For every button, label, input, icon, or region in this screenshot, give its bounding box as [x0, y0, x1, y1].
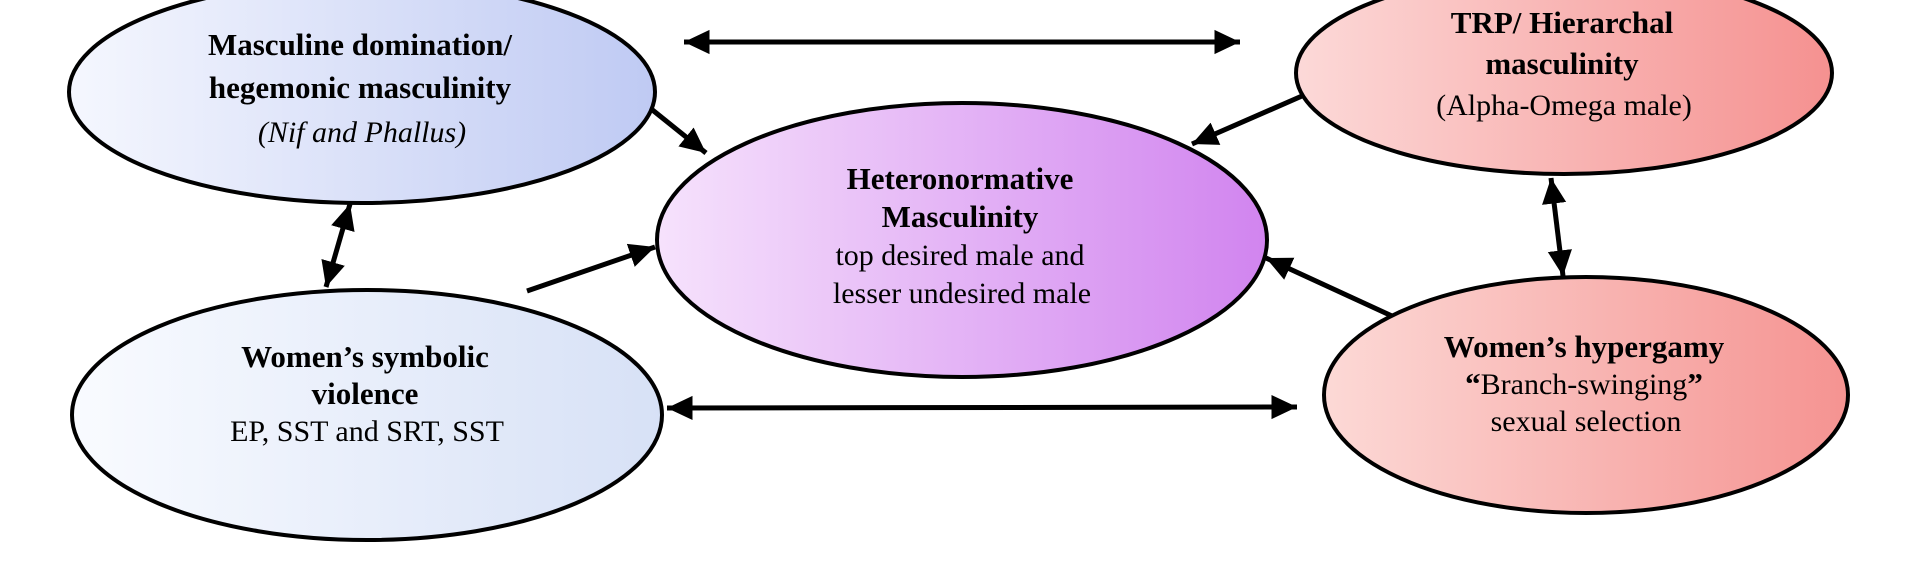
node-heteronormative: Heteronormative Masculinity top desired …: [655, 101, 1269, 379]
womens-hypergamy-quote-close: ”: [1687, 366, 1703, 401]
arrow-masculine-domination-to-heteronormative: [648, 106, 708, 155]
node-masculine-domination: Masculine domination/ hegemonic masculin…: [67, 0, 657, 205]
heteronormative-line3: top desired male and: [835, 239, 1084, 272]
heteronormative-line4: lesser undesired male: [833, 277, 1091, 310]
heteronormative-line2: Masculinity: [882, 199, 1039, 234]
womens-hypergamy-line1: Women’s hypergamy: [1444, 329, 1725, 364]
womens-hypergamy-line3: sexual selection: [1491, 405, 1682, 438]
node-womens-hypergamy: Women’s hypergamy “Branch-swinging” sexu…: [1322, 275, 1850, 515]
heteronormative-line1: Heteronormative: [847, 161, 1074, 196]
womens-hypergamy-label: Women’s hypergamy “Branch-swinging” sexu…: [1444, 329, 1728, 438]
heteronormative-ellipse: [655, 101, 1269, 379]
edge-layer: [321, 29, 1572, 421]
masculine-domination-label: Masculine domination/ hegemonic masculin…: [208, 27, 516, 149]
arrow-hypergamy-to-heteronormative: [1264, 255, 1394, 319]
node-womens-symbolic-violence: Women’s symbolic violence EP, SST and SR…: [70, 288, 664, 542]
womens-hypergamy-line2: “Branch-swinging”: [1465, 366, 1703, 401]
trp-hierarchal-line2: masculinity: [1485, 46, 1639, 81]
heteronormative-label: Heteronormative Masculinity top desired …: [833, 161, 1091, 310]
arrow-trp-hypergamy-bidirectional: [1542, 177, 1572, 277]
womens-symbolic-violence-line2: violence: [312, 376, 419, 411]
womens-symbolic-violence-label: Women’s symbolic violence EP, SST and SR…: [230, 339, 504, 448]
trp-hierarchal-ellipse: [1294, 0, 1834, 176]
arrow-symbolic-violence-to-heteronormative: [526, 243, 656, 294]
womens-hypergamy-line2-text: Branch-swinging: [1481, 368, 1688, 401]
masculine-domination-line3: (Nif and Phallus): [258, 116, 466, 149]
womens-symbolic-violence-line3: EP, SST and SRT, SST: [230, 415, 504, 448]
womens-symbolic-violence-line1: Women’s symbolic: [241, 339, 489, 374]
arrow-symbolic-violence-hypergamy-bidirectional: [666, 394, 1298, 421]
trp-hierarchal-label: TRP/ Hierarchal masculinity (Alpha-Omega…: [1436, 5, 1692, 122]
masculine-domination-ellipse: [67, 0, 657, 205]
trp-hierarchal-line1: TRP/ Hierarchal: [1451, 5, 1674, 40]
arrow-trp-to-heteronormative: [1191, 93, 1303, 147]
womens-hypergamy-quote-open: “: [1465, 366, 1481, 401]
arrow-masculine-domination-symbolic-violence-bidirectional: [321, 203, 355, 288]
trp-hierarchal-line3: (Alpha-Omega male): [1436, 89, 1692, 122]
masculine-domination-line2: hegemonic masculinity: [209, 70, 512, 105]
womens-hypergamy-ellipse: [1322, 275, 1850, 515]
womens-symbolic-violence-ellipse: [70, 288, 664, 542]
node-trp-hierarchal: TRP/ Hierarchal masculinity (Alpha-Omega…: [1294, 0, 1834, 176]
masculine-domination-line1: Masculine domination/: [208, 27, 512, 62]
